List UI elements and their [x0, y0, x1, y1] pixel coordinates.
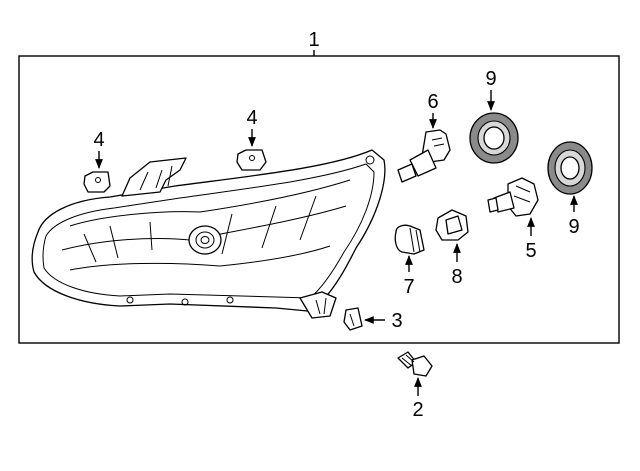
callout-5[interactable]: 5 [525, 217, 537, 262]
callout-9-right-label: 9 [568, 216, 579, 238]
dust-cover-seal-top[interactable] [469, 112, 519, 164]
callout-6-label: 6 [427, 91, 438, 113]
callout-9-top-label: 9 [485, 68, 496, 90]
small-bulb-7[interactable] [394, 224, 425, 255]
callout-1-label: 1 [308, 29, 319, 51]
headlamp-bulb-6[interactable] [397, 129, 451, 183]
lower-bracket [299, 291, 337, 319]
callout-1[interactable]: 1 [308, 29, 320, 56]
callout-9-top[interactable]: 9 [485, 68, 497, 111]
bulb-socket-8[interactable] [435, 209, 469, 241]
headlamp-assembly[interactable] [31, 149, 386, 319]
assembly-frame [18, 55, 620, 344]
callout-3[interactable]: 3 [364, 310, 403, 332]
callout-2[interactable]: 2 [412, 377, 424, 421]
callout-7[interactable]: 7 [403, 255, 415, 298]
callout-9-right[interactable]: 9 [568, 195, 580, 238]
mounting-bracket-right[interactable] [236, 149, 267, 171]
callout-8-label: 8 [451, 266, 462, 288]
callout-6[interactable]: 6 [427, 91, 439, 129]
mounting-bracket-left[interactable] [83, 171, 111, 193]
callout-2-label: 2 [412, 399, 423, 421]
callout-8[interactable]: 8 [451, 243, 463, 288]
mounting-screw-2[interactable] [397, 351, 433, 377]
callout-7-label: 7 [403, 276, 414, 298]
callout-4-left[interactable]: 4 [93, 129, 105, 169]
retaining-clip-3[interactable] [343, 307, 363, 331]
callout-4-left-label: 4 [93, 129, 104, 151]
callout-4-right[interactable]: 4 [246, 107, 258, 147]
top-mounting-tab [121, 157, 187, 197]
callout-4-right-label: 4 [246, 107, 257, 129]
callout-3-label: 3 [391, 310, 402, 332]
callout-5-label: 5 [525, 240, 536, 262]
headlamp-inner-rim [42, 163, 375, 299]
dust-cover-seal-right[interactable] [547, 141, 593, 195]
projector-lens [188, 225, 222, 255]
fog-bulb-5[interactable] [487, 177, 539, 217]
